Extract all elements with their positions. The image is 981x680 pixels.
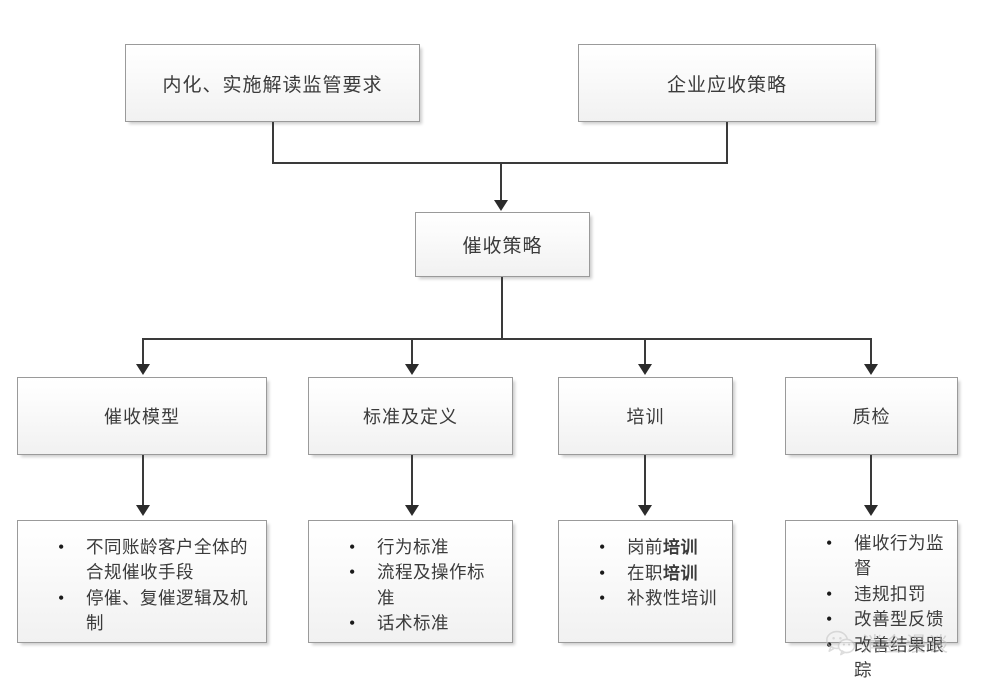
detail-collection-model[interactable]: 不同账龄客户全体的合规催收手段 停催、复催逻辑及机制 bbox=[17, 520, 267, 643]
list-item: 行为标准 bbox=[349, 534, 502, 560]
arrow-to-detail-1 bbox=[136, 505, 150, 516]
detail-list-collection-model: 不同账龄客户全体的合规催收手段 停催、复催逻辑及机制 bbox=[28, 534, 256, 637]
detail-list-standards: 行为标准 流程及操作标准 话术标准 bbox=[319, 534, 502, 637]
list-item-emphasis: 培训 bbox=[663, 538, 698, 558]
node-corporate-strategy-label: 企业应收策略 bbox=[666, 74, 787, 96]
arrow-to-branch-1 bbox=[136, 364, 150, 375]
connector-branch-2 bbox=[411, 338, 413, 366]
connector-center-down bbox=[501, 277, 503, 340]
connector-regulatory-down bbox=[272, 122, 274, 164]
node-quality-inspection[interactable]: 质检 bbox=[785, 377, 958, 455]
list-item: 催收行为监督 bbox=[826, 530, 947, 582]
list-item: 停催、复催逻辑及机制 bbox=[58, 585, 256, 637]
connector-branch-4 bbox=[870, 338, 872, 366]
node-regulatory[interactable]: 内化、实施解读监管要求 bbox=[125, 44, 420, 122]
node-collection-strategy-label: 催收策略 bbox=[462, 236, 543, 257]
node-collection-strategy[interactable]: 催收策略 bbox=[415, 212, 590, 277]
node-standards-definitions-label: 标准及定义 bbox=[363, 407, 458, 427]
arrow-to-detail-4 bbox=[864, 505, 878, 516]
node-corporate-strategy[interactable]: 企业应收策略 bbox=[578, 44, 876, 122]
node-quality-inspection-label: 质检 bbox=[852, 407, 891, 427]
arrow-to-branch-4 bbox=[864, 364, 878, 375]
node-training[interactable]: 培训 bbox=[558, 377, 733, 455]
list-item: 违规扣罚 bbox=[826, 581, 947, 607]
connector-detail-2 bbox=[411, 455, 413, 507]
detail-quality-inspection[interactable]: 催收行为监督 违规扣罚 改善型反馈 改善结果跟踪 bbox=[785, 520, 958, 680]
node-standards-definitions[interactable]: 标准及定义 bbox=[308, 377, 513, 455]
connector-branch-1 bbox=[142, 338, 144, 366]
list-item: 岗前培训 bbox=[599, 534, 722, 561]
arrow-to-detail-2 bbox=[405, 505, 419, 516]
node-collection-model[interactable]: 催收模型 bbox=[17, 377, 267, 455]
connector-center-stem bbox=[500, 162, 502, 204]
connector-corporate-down bbox=[726, 122, 728, 164]
list-item-emphasis: 培训 bbox=[663, 563, 698, 584]
arrow-to-detail-3 bbox=[638, 505, 652, 516]
connector-detail-4 bbox=[870, 455, 872, 507]
list-item-prefix: 岗前 bbox=[627, 537, 663, 557]
list-item: 话术标准 bbox=[349, 610, 502, 636]
connector-branch-bus bbox=[142, 338, 872, 340]
list-item: 流程及操作标准 bbox=[349, 559, 502, 611]
arrow-to-branch-3 bbox=[638, 364, 652, 375]
connector-branch-3 bbox=[644, 338, 646, 366]
node-regulatory-label: 内化、实施解读监管要求 bbox=[162, 74, 383, 96]
arrow-to-branch-2 bbox=[405, 364, 419, 375]
list-item: 补救性培训 bbox=[599, 585, 722, 611]
list-item: 改善结果跟踪 bbox=[826, 632, 947, 680]
detail-standards-definitions[interactable]: 行为标准 流程及操作标准 话术标准 bbox=[308, 520, 513, 643]
list-item: 改善型反馈 bbox=[826, 606, 947, 632]
detail-list-training: 岗前培训 在职培训 补救性培训 bbox=[569, 534, 722, 612]
arrow-to-center bbox=[494, 200, 508, 211]
node-training-label: 培训 bbox=[626, 407, 665, 427]
node-collection-model-label: 催收模型 bbox=[104, 407, 180, 427]
connector-detail-3 bbox=[644, 455, 646, 507]
detail-training[interactable]: 岗前培训 在职培训 补救性培训 bbox=[558, 520, 733, 643]
list-item: 不同账龄客户全体的合规催收手段 bbox=[58, 534, 256, 586]
detail-list-quality: 催收行为监督 违规扣罚 改善型反馈 改善结果跟踪 bbox=[796, 530, 947, 680]
connector-detail-1 bbox=[142, 455, 144, 507]
list-item: 在职培训 bbox=[599, 560, 722, 587]
list-item-prefix: 在职 bbox=[627, 562, 663, 583]
